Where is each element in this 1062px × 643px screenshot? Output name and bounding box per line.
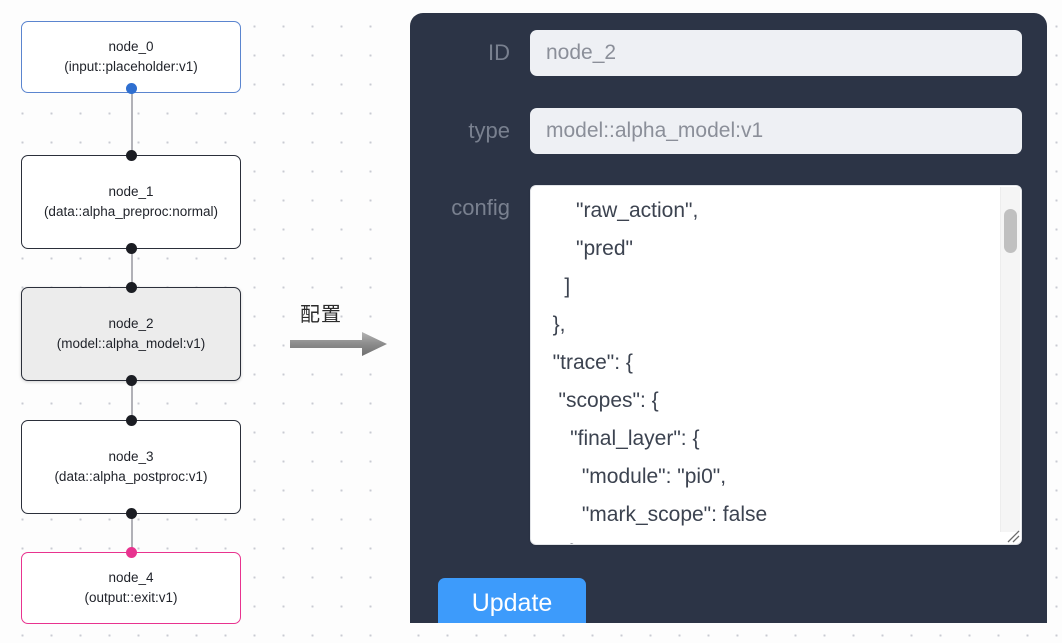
edge-node3-node4 (131, 509, 133, 557)
field-row-id: ID (428, 30, 1022, 76)
node-type-label: (model::alpha_model:v1) (56, 336, 206, 351)
edge-node0-node1 (131, 88, 133, 160)
annotation-group: 配置 (288, 298, 398, 360)
graph-node-node_0[interactable]: node_0 (input::placeholder:v1) (21, 21, 241, 93)
graph-canvas[interactable]: node_0 (input::placeholder:v1) node_1 (d… (0, 0, 396, 643)
node-id-label: node_4 (108, 569, 154, 585)
config-scrollbar[interactable] (1000, 187, 1020, 532)
config-scrollbar-thumb[interactable] (1004, 209, 1017, 253)
node-type-label: (output::exit:v1) (84, 590, 178, 605)
edge-node1-node2 (131, 245, 133, 293)
edge-node2-node3 (131, 376, 133, 424)
node-type-label: (input::placeholder:v1) (64, 59, 198, 74)
node-handle-target-node_3[interactable] (126, 415, 137, 426)
node-id-label: node_2 (108, 315, 154, 331)
field-row-config: config "raw_action", "pred" ] }, "trace"… (428, 185, 1022, 545)
node-id-label: node_3 (108, 448, 154, 464)
id-field-label: ID (488, 40, 510, 65)
node-handle-source-node_3[interactable] (126, 508, 137, 519)
right-arrow-icon (290, 332, 387, 356)
node-type-label: (data::alpha_postproc:v1) (54, 469, 208, 484)
config-field-label: config (451, 195, 510, 220)
annotation-label: 配置 (300, 302, 342, 326)
node-handle-source-node_1[interactable] (126, 243, 137, 254)
graph-node-node_3[interactable]: node_3 (data::alpha_postproc:v1) (21, 420, 241, 514)
graph-node-node_2[interactable]: node_2 (model::alpha_model:v1) (21, 287, 241, 381)
graph-node-node_4[interactable]: node_4 (output::exit:v1) (21, 552, 241, 624)
node-type-label: (data::alpha_preproc:normal) (43, 204, 219, 219)
config-textarea-wrapper: "raw_action", "pred" ] }, "trace": { "sc… (530, 185, 1022, 545)
id-input[interactable] (530, 30, 1022, 76)
node-handle-target-node_1[interactable] (126, 150, 137, 161)
node-handle-source-node_2[interactable] (126, 375, 137, 386)
config-textarea[interactable]: "raw_action", "pred" ] }, "trace": { "sc… (530, 185, 1022, 545)
type-field-label: type (468, 118, 510, 143)
node-handle-target-node_2[interactable] (126, 282, 137, 293)
graph-node-node_1[interactable]: node_1 (data::alpha_preproc:normal) (21, 155, 241, 249)
type-input[interactable] (530, 108, 1022, 154)
node-id-label: node_0 (108, 38, 154, 54)
node-handle-target-node_4[interactable] (126, 547, 137, 558)
node-handle-source-node_0[interactable] (126, 83, 137, 94)
config-panel: ID type config "raw_action", "pred" ] },… (410, 13, 1047, 623)
node-id-label: node_1 (108, 183, 154, 199)
update-button[interactable]: Update (438, 578, 586, 623)
field-row-type: type (428, 108, 1022, 154)
resize-handle-icon[interactable] (1002, 525, 1020, 543)
